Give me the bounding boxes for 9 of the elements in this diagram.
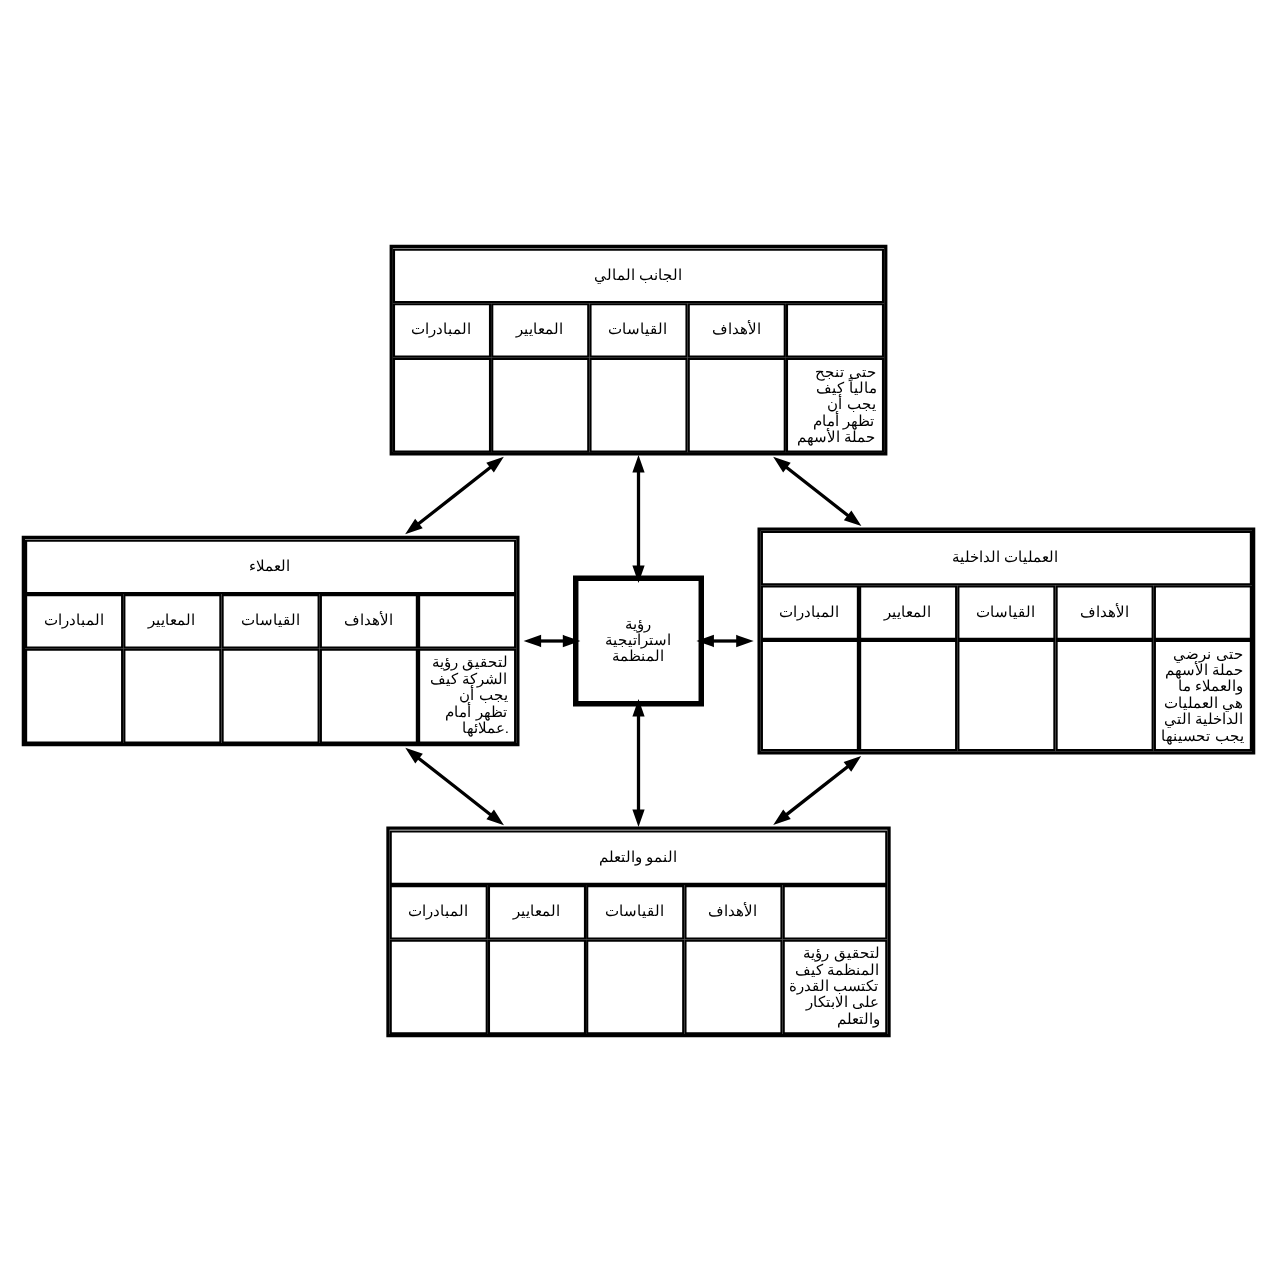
- arrow: [405, 456, 504, 535]
- arrow: [523, 634, 581, 648]
- arrow: [696, 634, 754, 648]
- arrow: [773, 756, 862, 826]
- arrow: [632, 454, 645, 584]
- arrow: [405, 747, 504, 826]
- node-box: رؤية استراتيجية المنظمة: [573, 575, 704, 707]
- arrow: [773, 456, 862, 527]
- arrow: [632, 699, 645, 828]
